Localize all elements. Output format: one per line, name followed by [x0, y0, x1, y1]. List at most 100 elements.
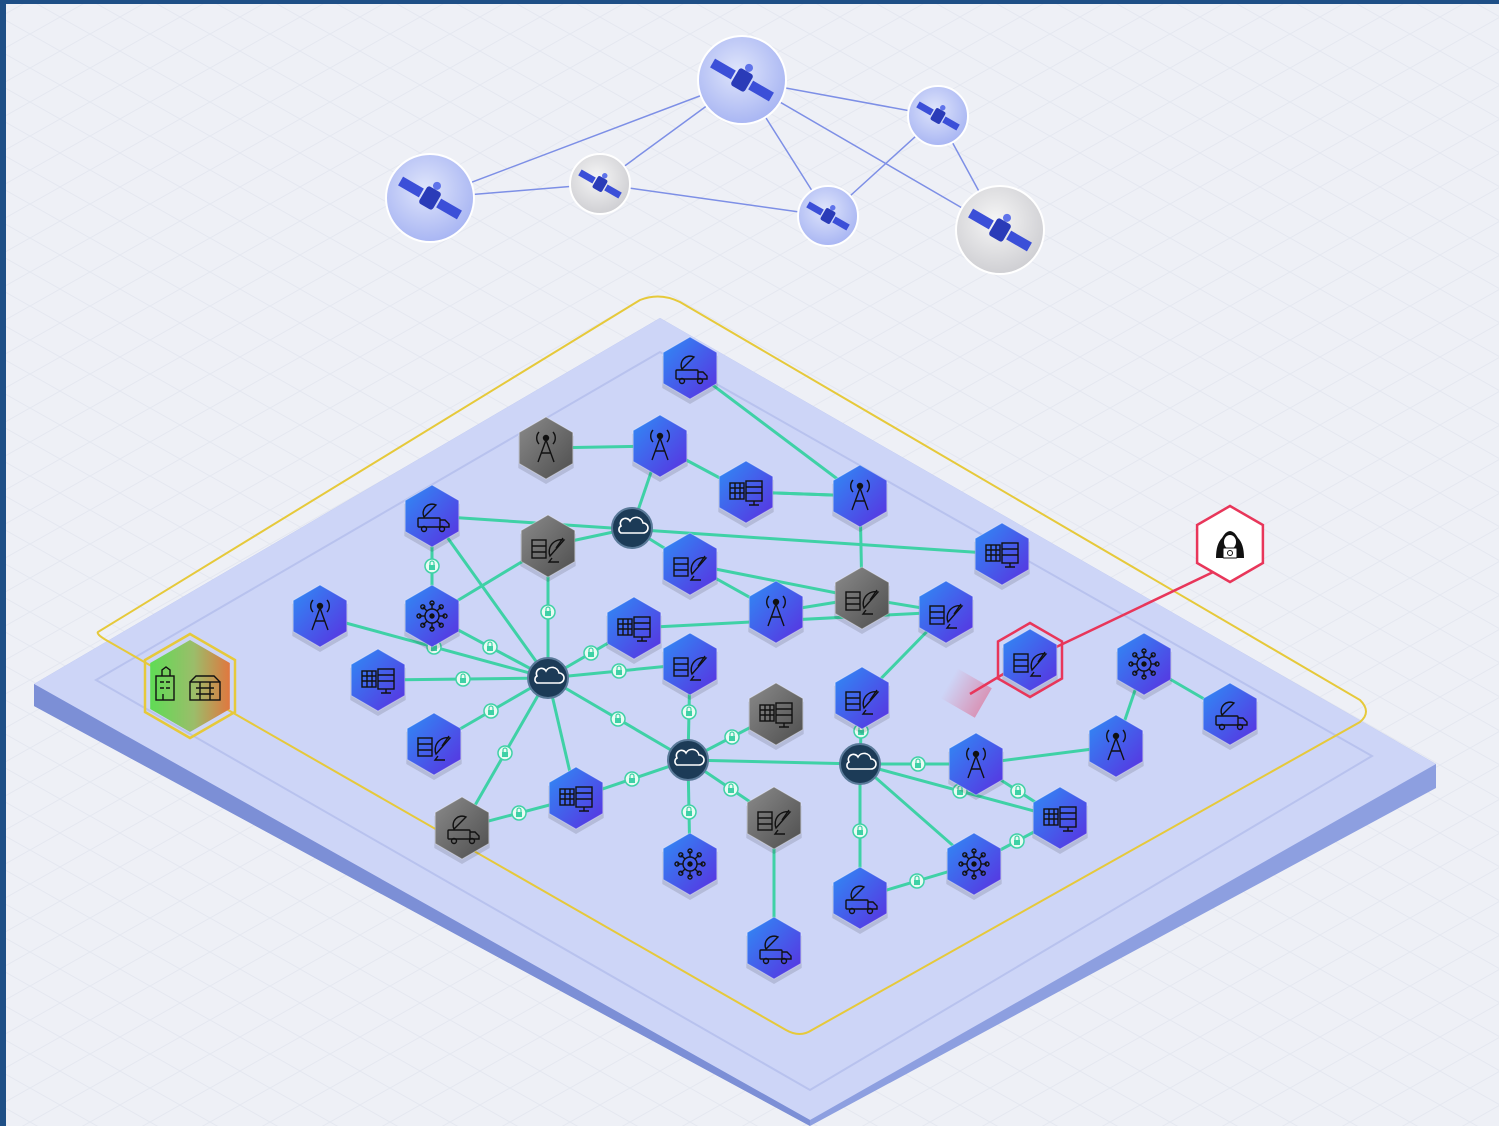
radio-tower-icon — [310, 599, 330, 631]
satellite-icon — [578, 169, 622, 199]
network-node-tower[interactable] — [748, 580, 804, 648]
lock-icon — [723, 781, 739, 797]
network-node-dish[interactable] — [996, 621, 1064, 699]
lock-icon — [455, 671, 471, 687]
satellite-node[interactable] — [955, 185, 1045, 275]
satellite-dish-server-icon — [673, 555, 708, 581]
network-node-datacenter[interactable] — [718, 460, 774, 528]
network-node-datacenter[interactable] — [1032, 786, 1088, 854]
network-node-vehicle[interactable] — [434, 796, 490, 864]
lock-icon — [852, 823, 868, 839]
network-node-dish[interactable] — [662, 632, 718, 700]
virus-icon — [958, 848, 990, 880]
network-node-vehicle[interactable] — [404, 484, 460, 552]
network-link — [430, 515, 550, 679]
cloud-hub[interactable] — [667, 739, 709, 781]
network-node-virus[interactable] — [946, 832, 1002, 900]
security-boundary — [96, 295, 1367, 1035]
lock-icon — [681, 804, 697, 820]
satellite-icon — [710, 58, 774, 102]
satellite-icon — [968, 208, 1032, 252]
lock-icon — [511, 805, 527, 821]
cloud-hub[interactable] — [527, 657, 569, 699]
radio-tower-icon — [650, 429, 670, 461]
network-node-datacenter[interactable] — [350, 648, 406, 716]
satellite-truck-icon — [675, 355, 708, 385]
cloud-icon — [674, 748, 705, 766]
attack-vector — [1049, 562, 1231, 652]
satellite-dish-server-icon — [845, 689, 880, 715]
satellite-dish-server-icon — [845, 589, 880, 615]
network-node-tower[interactable] — [632, 414, 688, 482]
network-link — [431, 514, 1003, 556]
network-node-dish[interactable] — [834, 566, 890, 634]
lock-icon — [497, 745, 513, 761]
satellite-icon — [806, 201, 850, 231]
satellite-dish-server-icon — [929, 603, 964, 629]
external-facility[interactable] — [143, 632, 237, 740]
network-node-vehicle[interactable] — [832, 866, 888, 934]
network-node-tower[interactable] — [1088, 714, 1144, 782]
external-sites — [143, 632, 237, 740]
network-node-datacenter[interactable] — [606, 596, 662, 664]
lock-icon — [483, 703, 499, 719]
satellite-node[interactable] — [697, 35, 787, 125]
cloud-hub[interactable] — [611, 507, 653, 549]
factory-building-icon — [155, 666, 221, 701]
satellite-node[interactable] — [797, 185, 859, 247]
network-node-dish[interactable] — [406, 712, 462, 780]
network-node-vehicle[interactable] — [746, 916, 802, 984]
lock-icon — [611, 663, 627, 679]
network-node-dish[interactable] — [520, 514, 576, 582]
radio-tower-icon — [850, 479, 870, 511]
server-rack-icon — [759, 702, 793, 728]
threat-actor[interactable] — [1195, 504, 1265, 584]
network-node-dish[interactable] — [662, 532, 718, 600]
network-platform — [34, 318, 1436, 1126]
network-node-virus[interactable] — [662, 832, 718, 900]
network-node-dish[interactable] — [746, 786, 802, 854]
server-rack-icon — [1043, 806, 1077, 832]
satellite-icon — [398, 176, 462, 220]
network-node-dish[interactable] — [918, 580, 974, 648]
satellite-dish-server-icon — [417, 735, 452, 761]
network-node-virus[interactable] — [1116, 632, 1172, 700]
network-node-tower[interactable] — [832, 464, 888, 532]
lock-icon — [424, 558, 440, 574]
network-node-virus[interactable] — [404, 584, 460, 652]
satellite-dish-server-icon — [1013, 651, 1048, 677]
network-node-tower[interactable] — [518, 416, 574, 484]
cloud-icon — [534, 666, 565, 684]
server-rack-icon — [729, 480, 763, 506]
cloud-hub[interactable] — [839, 743, 881, 785]
satellite-node[interactable] — [907, 85, 969, 147]
network-link — [689, 366, 861, 498]
lock-icon — [910, 756, 926, 772]
satellite-link — [429, 79, 743, 199]
network-node-tower[interactable] — [292, 584, 348, 652]
network-node-datacenter[interactable] — [748, 682, 804, 750]
satellite-link — [741, 79, 1001, 231]
attack-glow — [940, 668, 992, 718]
satellite-node[interactable] — [569, 153, 631, 215]
satellite-truck-icon — [759, 935, 792, 965]
satellite-constellation — [385, 35, 1045, 275]
cloud-hubs — [527, 507, 881, 785]
network-node-vehicle[interactable] — [1202, 682, 1258, 750]
network-node-datacenter[interactable] — [974, 522, 1030, 590]
virus-icon — [1128, 648, 1160, 680]
canvas-background — [6, 4, 1499, 1126]
lock-icon — [610, 711, 626, 727]
satellite-icon — [916, 101, 960, 131]
network-node-tower[interactable] — [948, 732, 1004, 800]
radio-tower-icon — [1106, 729, 1126, 761]
encryption-locks — [424, 558, 1026, 889]
lock-icon — [909, 873, 925, 889]
server-rack-icon — [985, 542, 1019, 568]
lock-icon — [540, 604, 556, 620]
satellite-node[interactable] — [385, 153, 475, 243]
network-node-dish[interactable] — [834, 666, 890, 734]
network-node-vehicle[interactable] — [662, 336, 718, 404]
network-node-datacenter[interactable] — [548, 766, 604, 834]
lock-icon — [624, 771, 640, 787]
